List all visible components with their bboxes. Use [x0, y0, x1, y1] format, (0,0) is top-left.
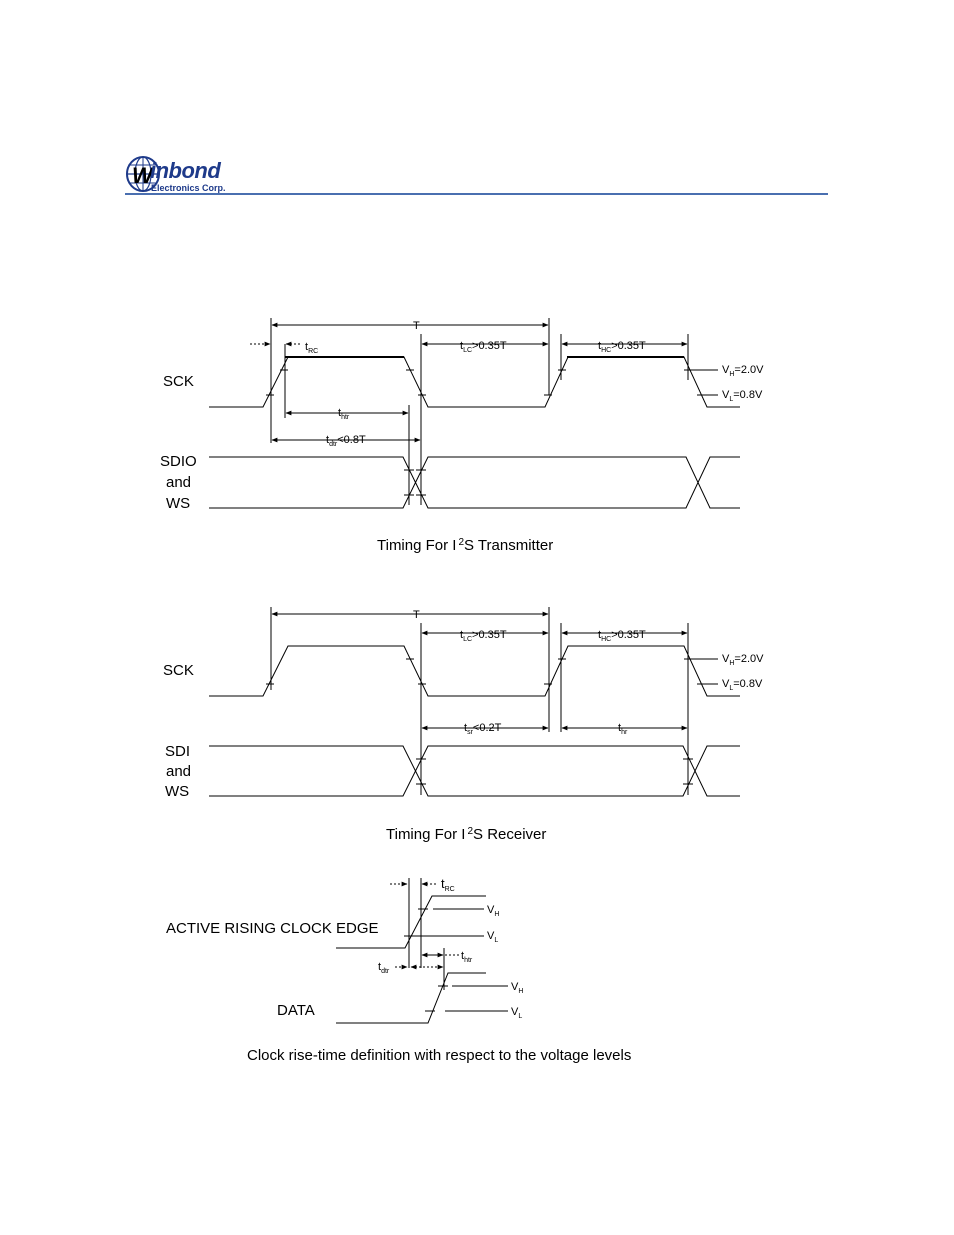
rise-vl2-label: VL	[511, 1006, 522, 1020]
tx-thtr-label: thtr	[338, 407, 350, 421]
rise-time-labels: ACTIVE RISING CLOCK EDGE DATA tRC VH VL …	[166, 876, 631, 1064]
rise-thtr-label: thtr	[461, 950, 473, 964]
transmitter-labels: SCK SDIO and WS T tRC tLC>0.35T tHC>0.35…	[160, 320, 764, 554]
winbond-globe-icon: W	[126, 156, 160, 192]
rx-thr-label: thr	[618, 722, 628, 736]
rise-time-diagram	[336, 878, 508, 1024]
logo-wordmark: inbond	[150, 158, 221, 183]
rise-clock-waveform	[336, 895, 486, 949]
tx-data-label-3: WS	[166, 495, 190, 512]
rx-data-waveform-top	[209, 745, 740, 797]
rise-trc-label: tRC	[441, 876, 455, 893]
page-header: W inbond Electronics Corp.	[0, 0, 954, 200]
tx-data-waveform-top	[209, 456, 740, 509]
rx-sck-waveform	[209, 645, 740, 697]
receiver-labels: SCK SDI and WS T tLC>0.35T tHC>0.35T VH=…	[163, 609, 764, 843]
rx-data-label-2: and	[166, 763, 191, 780]
header-rule	[125, 193, 828, 195]
tx-vh-label: VH=2.0V	[722, 364, 764, 378]
rise-data-waveform	[336, 972, 486, 1024]
tx-data-label-1: SDIO	[160, 453, 197, 470]
tx-data-label-2: and	[166, 474, 191, 491]
receiver-diagram	[209, 607, 740, 797]
rx-tlc-label: tLC>0.35T	[460, 629, 507, 643]
tx-tdtr-label: tdtr<0.8T	[326, 434, 366, 448]
rx-sck-label: SCK	[163, 662, 194, 679]
tx-period-label: T	[413, 320, 420, 332]
tx-vl-label: VL=0.8V	[722, 389, 763, 403]
rx-data-label-1: SDI	[165, 743, 190, 760]
rx-data-label-3: WS	[165, 783, 189, 800]
rise-caption: Clock rise-time definition with respect …	[247, 1047, 631, 1064]
rx-vh-label: VH=2.0V	[722, 653, 764, 667]
logo-subtitle: Electronics Corp.	[151, 183, 226, 193]
svg-text:W: W	[132, 163, 155, 188]
rise-vh2-label: VH	[511, 981, 523, 995]
rx-tsr-label: tsr<0.2T	[464, 722, 502, 736]
tx-thc-label: tHC>0.35T	[598, 340, 646, 354]
tx-data-waveform-bottom	[209, 456, 740, 509]
rise-tdtr-label: tdtr	[378, 961, 390, 975]
rise-clock-label: ACTIVE RISING CLOCK EDGE	[166, 920, 379, 937]
rise-vh-label: VH	[487, 904, 499, 918]
transmitter-diagram	[209, 318, 740, 509]
tx-trc-label: tRC	[305, 341, 318, 355]
rise-vl-label: VL	[487, 930, 498, 944]
tx-sck-waveform	[209, 356, 740, 408]
rise-data-label: DATA	[277, 1002, 315, 1019]
tx-sck-label: SCK	[163, 373, 194, 390]
rx-period-label: T	[413, 609, 420, 621]
tx-tlc-label: tLC>0.35T	[460, 340, 507, 354]
rx-data-waveform-bottom	[209, 745, 740, 797]
rx-thc-label: tHC>0.35T	[598, 629, 646, 643]
rx-vl-label: VL=0.8V	[722, 678, 763, 692]
